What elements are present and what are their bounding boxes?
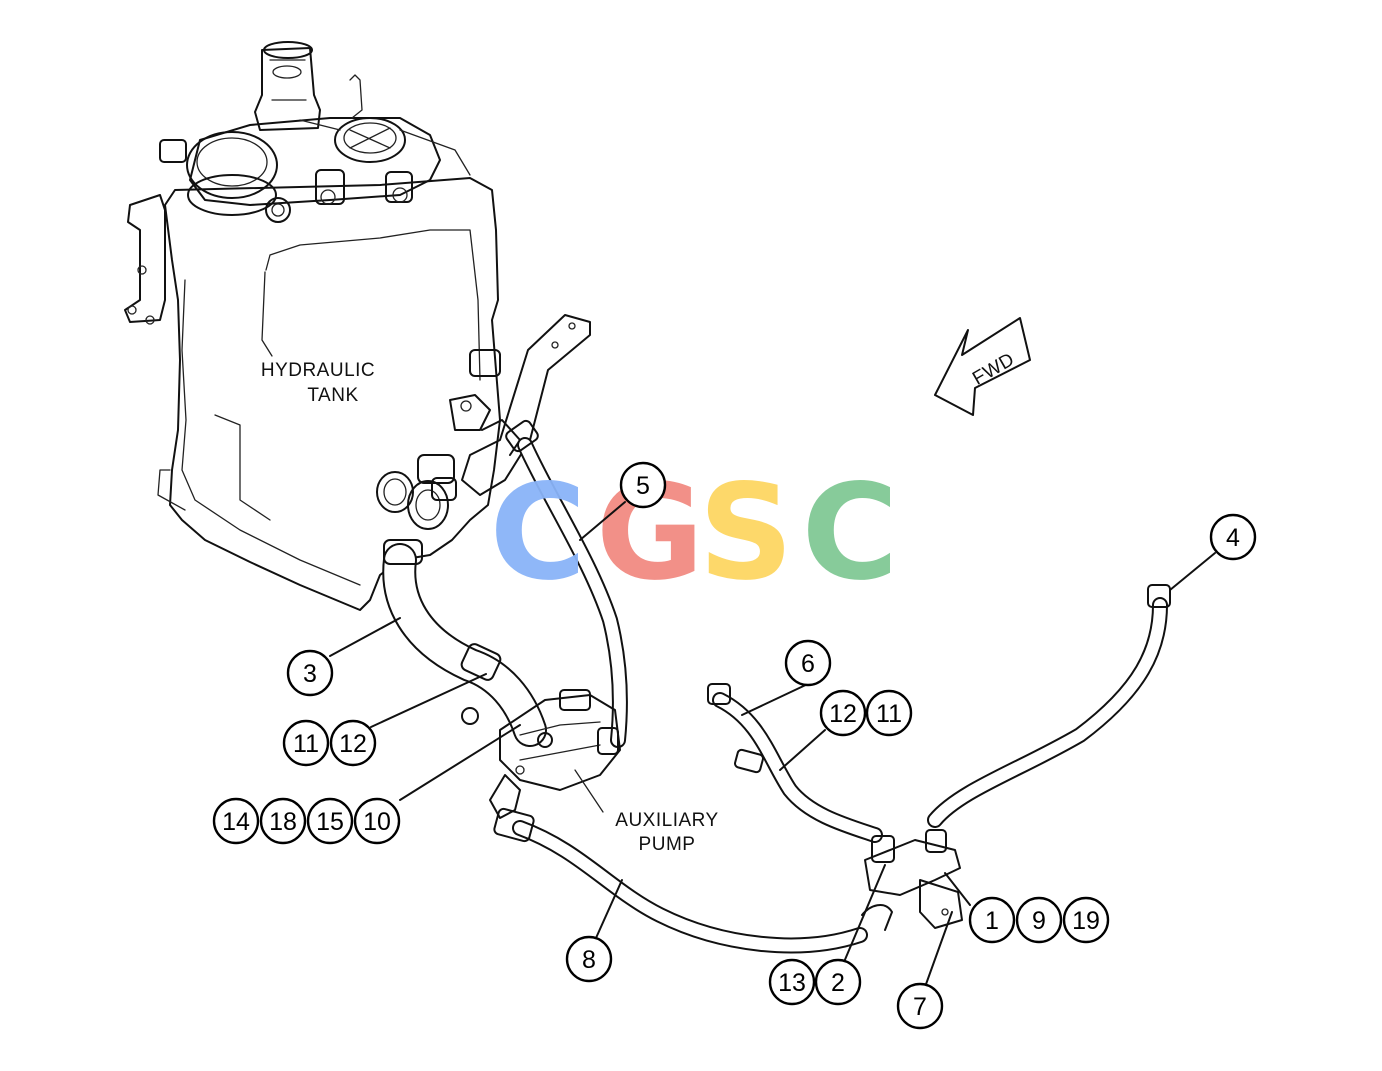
pump-label-line1: AUXILIARY — [615, 810, 718, 831]
watermark-letter-c1: C — [490, 456, 587, 610]
svg-text:14: 14 — [222, 808, 250, 836]
svg-text:10: 10 — [363, 808, 391, 836]
svg-text:19: 19 — [1072, 907, 1100, 935]
valve-block — [861, 829, 963, 931]
cgsc-watermark: C G S C — [490, 456, 899, 610]
tank-label-line1: HYDRAULIC — [261, 360, 375, 381]
svg-text:13: 13 — [778, 969, 806, 997]
callout-12-right: 12 — [819, 689, 867, 737]
callout-14: 14 — [212, 797, 260, 845]
callout-11-left: 11 — [282, 719, 330, 767]
auxiliary-pump — [461, 689, 621, 819]
watermark-letter-c2: C — [802, 456, 899, 610]
svg-text:5: 5 — [636, 472, 650, 500]
svg-text:4: 4 — [1226, 524, 1240, 552]
svg-text:12: 12 — [339, 730, 367, 758]
callout-7: 7 — [896, 982, 944, 1030]
svg-text:8: 8 — [582, 946, 596, 974]
callout-2: 2 — [814, 958, 862, 1006]
hose-5 — [505, 419, 628, 748]
callout-15: 15 — [306, 797, 354, 845]
svg-text:1: 1 — [985, 907, 999, 935]
fwd-label: FWD — [969, 349, 1018, 390]
tank-label-line2: TANK — [307, 385, 358, 406]
svg-text:9: 9 — [1032, 907, 1046, 935]
leader-lines — [329, 501, 1216, 988]
callout-8: 8 — [565, 935, 613, 983]
svg-text:15: 15 — [316, 808, 344, 836]
svg-text:11: 11 — [293, 730, 319, 758]
callout-10: 10 — [353, 797, 401, 845]
watermark-letter-s: S — [698, 456, 793, 610]
forward-direction-arrow: FWD — [934, 317, 1031, 416]
pump-label-line2: PUMP — [639, 834, 696, 855]
callout-3: 3 — [286, 649, 334, 697]
svg-text:18: 18 — [269, 808, 297, 836]
hose-8 — [493, 807, 868, 954]
callout-6: 6 — [784, 639, 832, 687]
callout-11-right: 11 — [865, 689, 913, 737]
callout-19: 19 — [1062, 896, 1110, 944]
callout-18: 18 — [259, 797, 307, 845]
callout-1: 1 — [968, 896, 1016, 944]
svg-text:12: 12 — [829, 700, 857, 728]
svg-text:7: 7 — [913, 993, 927, 1021]
callout-5: 5 — [619, 461, 667, 509]
svg-text:2: 2 — [831, 969, 845, 997]
suction-hose-3 — [382, 539, 547, 747]
callout-12-left: 12 — [329, 719, 377, 767]
hose-4 — [927, 584, 1171, 828]
callout-4: 4 — [1209, 513, 1257, 561]
svg-text:6: 6 — [801, 650, 815, 678]
pump-label-leader — [574, 769, 604, 813]
svg-text:11: 11 — [876, 700, 902, 728]
hose-6 — [707, 683, 883, 843]
callout-9: 9 — [1015, 896, 1063, 944]
svg-text:3: 3 — [303, 660, 317, 688]
callout-13: 13 — [768, 958, 816, 1006]
hydraulic-tank — [124, 41, 591, 611]
